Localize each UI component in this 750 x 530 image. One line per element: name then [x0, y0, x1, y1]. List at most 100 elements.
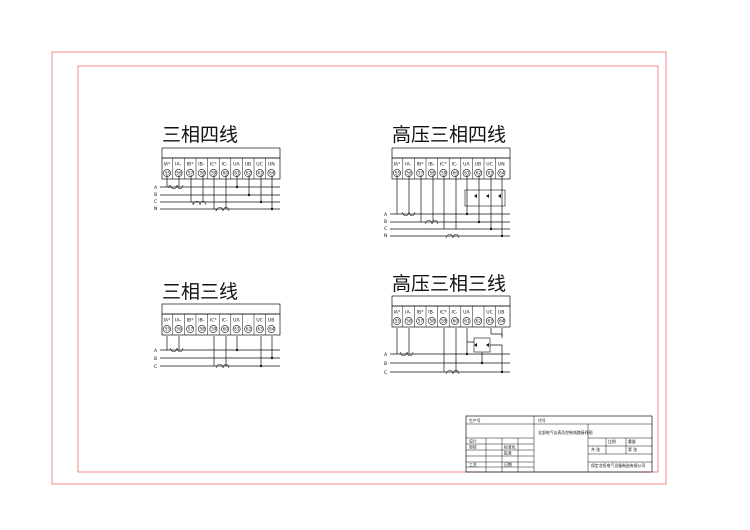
terminal-label: IC* [440, 162, 448, 168]
terminal-label: UN [268, 162, 275, 168]
terminal-screw [232, 169, 241, 177]
terminal-number: 64 [269, 327, 275, 332]
terminal-label: IB- [198, 318, 205, 324]
phase-label: A [384, 212, 388, 218]
terminal-screw [451, 317, 459, 325]
terminal-screw [209, 325, 218, 333]
terminal-screw [244, 169, 253, 177]
terminal-screw [174, 169, 183, 177]
terminal-label: IC* [210, 162, 218, 168]
terminal-label: UC [256, 318, 263, 324]
code-label: 代号 [538, 418, 546, 423]
terminal-label: UB [498, 310, 505, 316]
terminal-screw [186, 325, 195, 333]
terminal-number: 64 [499, 171, 505, 176]
terminal-row [391, 305, 511, 328]
terminal-number: 57 [418, 319, 424, 324]
terminal-screw [393, 317, 401, 325]
terminal-screw [221, 325, 229, 333]
diagram-title: 三相四线 [162, 124, 238, 146]
terminal-number: 61 [234, 171, 240, 176]
phase-label: C [384, 370, 387, 376]
terminal-label: IB* [187, 318, 195, 324]
terminal-number: 60 [223, 171, 229, 176]
terminal-screw [462, 317, 471, 325]
total-sheets: 共 张 [591, 447, 600, 452]
terminal-label: IC- [452, 162, 459, 168]
diagram-title: 高压三相四线 [392, 124, 506, 146]
terminal-number: 55 [395, 171, 401, 176]
diagram-title: 高压三相三线 [392, 273, 506, 295]
title-block: 生产号 代号 全部电气仪表及控制线路接线图 设计 审核 标准化 批准 工艺 日期… [465, 415, 653, 473]
terminal-screw [244, 325, 253, 333]
terminal-label: UC [256, 162, 263, 168]
diagram-title: 三相三线 [162, 281, 238, 303]
terminal-screw [427, 169, 436, 177]
terminal-label: UA [233, 162, 240, 168]
terminal-label: IB- [198, 162, 205, 168]
phase-label: B [154, 356, 157, 362]
terminal-number: 56 [176, 171, 182, 176]
phase-label: C [154, 199, 157, 205]
terminal-number: 60 [453, 319, 459, 324]
company-name: 保定北恒电气设备制造有限公司 [591, 463, 646, 468]
terminal-screw [209, 169, 218, 177]
terminal-label: UB [475, 162, 482, 168]
terminal-label: UN [498, 162, 505, 168]
wiring [390, 328, 510, 375]
terminal-screw [427, 317, 436, 325]
terminal-label: IA- [405, 310, 411, 316]
std-check-label: 标准化 [504, 445, 516, 450]
terminal-number: 58 [430, 171, 436, 176]
terminal-number: 58 [200, 327, 206, 332]
terminal-screw [186, 169, 195, 177]
terminal-number: 55 [165, 171, 171, 176]
terminal-screw [267, 325, 276, 333]
terminal-screw [416, 317, 425, 325]
terminal-number: 57 [418, 171, 424, 176]
terminal-screw [232, 325, 241, 333]
terminal-label: UA [463, 162, 470, 168]
terminal-screw [174, 325, 183, 333]
terminal-label: IC- [452, 310, 459, 316]
terminal-label: IA- [175, 162, 181, 168]
drawing-name: 全部电气仪表及控制线路接线图 [538, 430, 593, 435]
terminal-row [161, 157, 281, 180]
phase-label: N [384, 233, 387, 239]
date-label: 日期 [504, 462, 512, 467]
terminal-number: 63 [488, 171, 494, 176]
terminal-row [391, 157, 511, 180]
terminal-number: 64 [499, 319, 505, 324]
terminal-number: 56 [406, 319, 412, 324]
terminal-number: 58 [200, 171, 206, 176]
terminal-label: IC* [440, 310, 448, 316]
wiring [160, 175, 280, 212]
terminal-number: 62 [476, 171, 482, 176]
terminal-label: IA- [405, 162, 411, 168]
terminal-screw [474, 169, 483, 177]
diagram-high-voltage-three-phase-three-wire: 高压三相三线 IA*55IA-56IB*57IB-58IC*59IC-60UA6… [384, 273, 511, 376]
terminal-header-strip [391, 295, 511, 307]
terminal-number: 59 [441, 319, 447, 324]
process-label: 工艺 [469, 462, 477, 467]
terminal-label: IB* [417, 162, 425, 168]
terminal-number: 59 [211, 327, 217, 332]
terminal-label: IB- [428, 310, 435, 316]
terminal-screw [497, 169, 506, 177]
terminal-number: 61 [464, 171, 470, 176]
terminal-label: IC* [210, 318, 218, 324]
phase-label: B [384, 361, 387, 367]
terminal-number: 55 [395, 319, 401, 324]
terminal-number: 58 [430, 319, 436, 324]
terminal-number: 57 [188, 171, 194, 176]
terminal-label: UC [486, 162, 493, 168]
terminal-screw [439, 169, 448, 177]
terminal-number: 56 [406, 171, 412, 176]
phase-label: C [154, 364, 157, 370]
terminal-screw [497, 317, 506, 325]
terminal-screw [485, 317, 494, 325]
phase-label: A [154, 348, 158, 354]
design-label: 设计 [469, 439, 477, 444]
terminal-number: 61 [464, 319, 470, 324]
